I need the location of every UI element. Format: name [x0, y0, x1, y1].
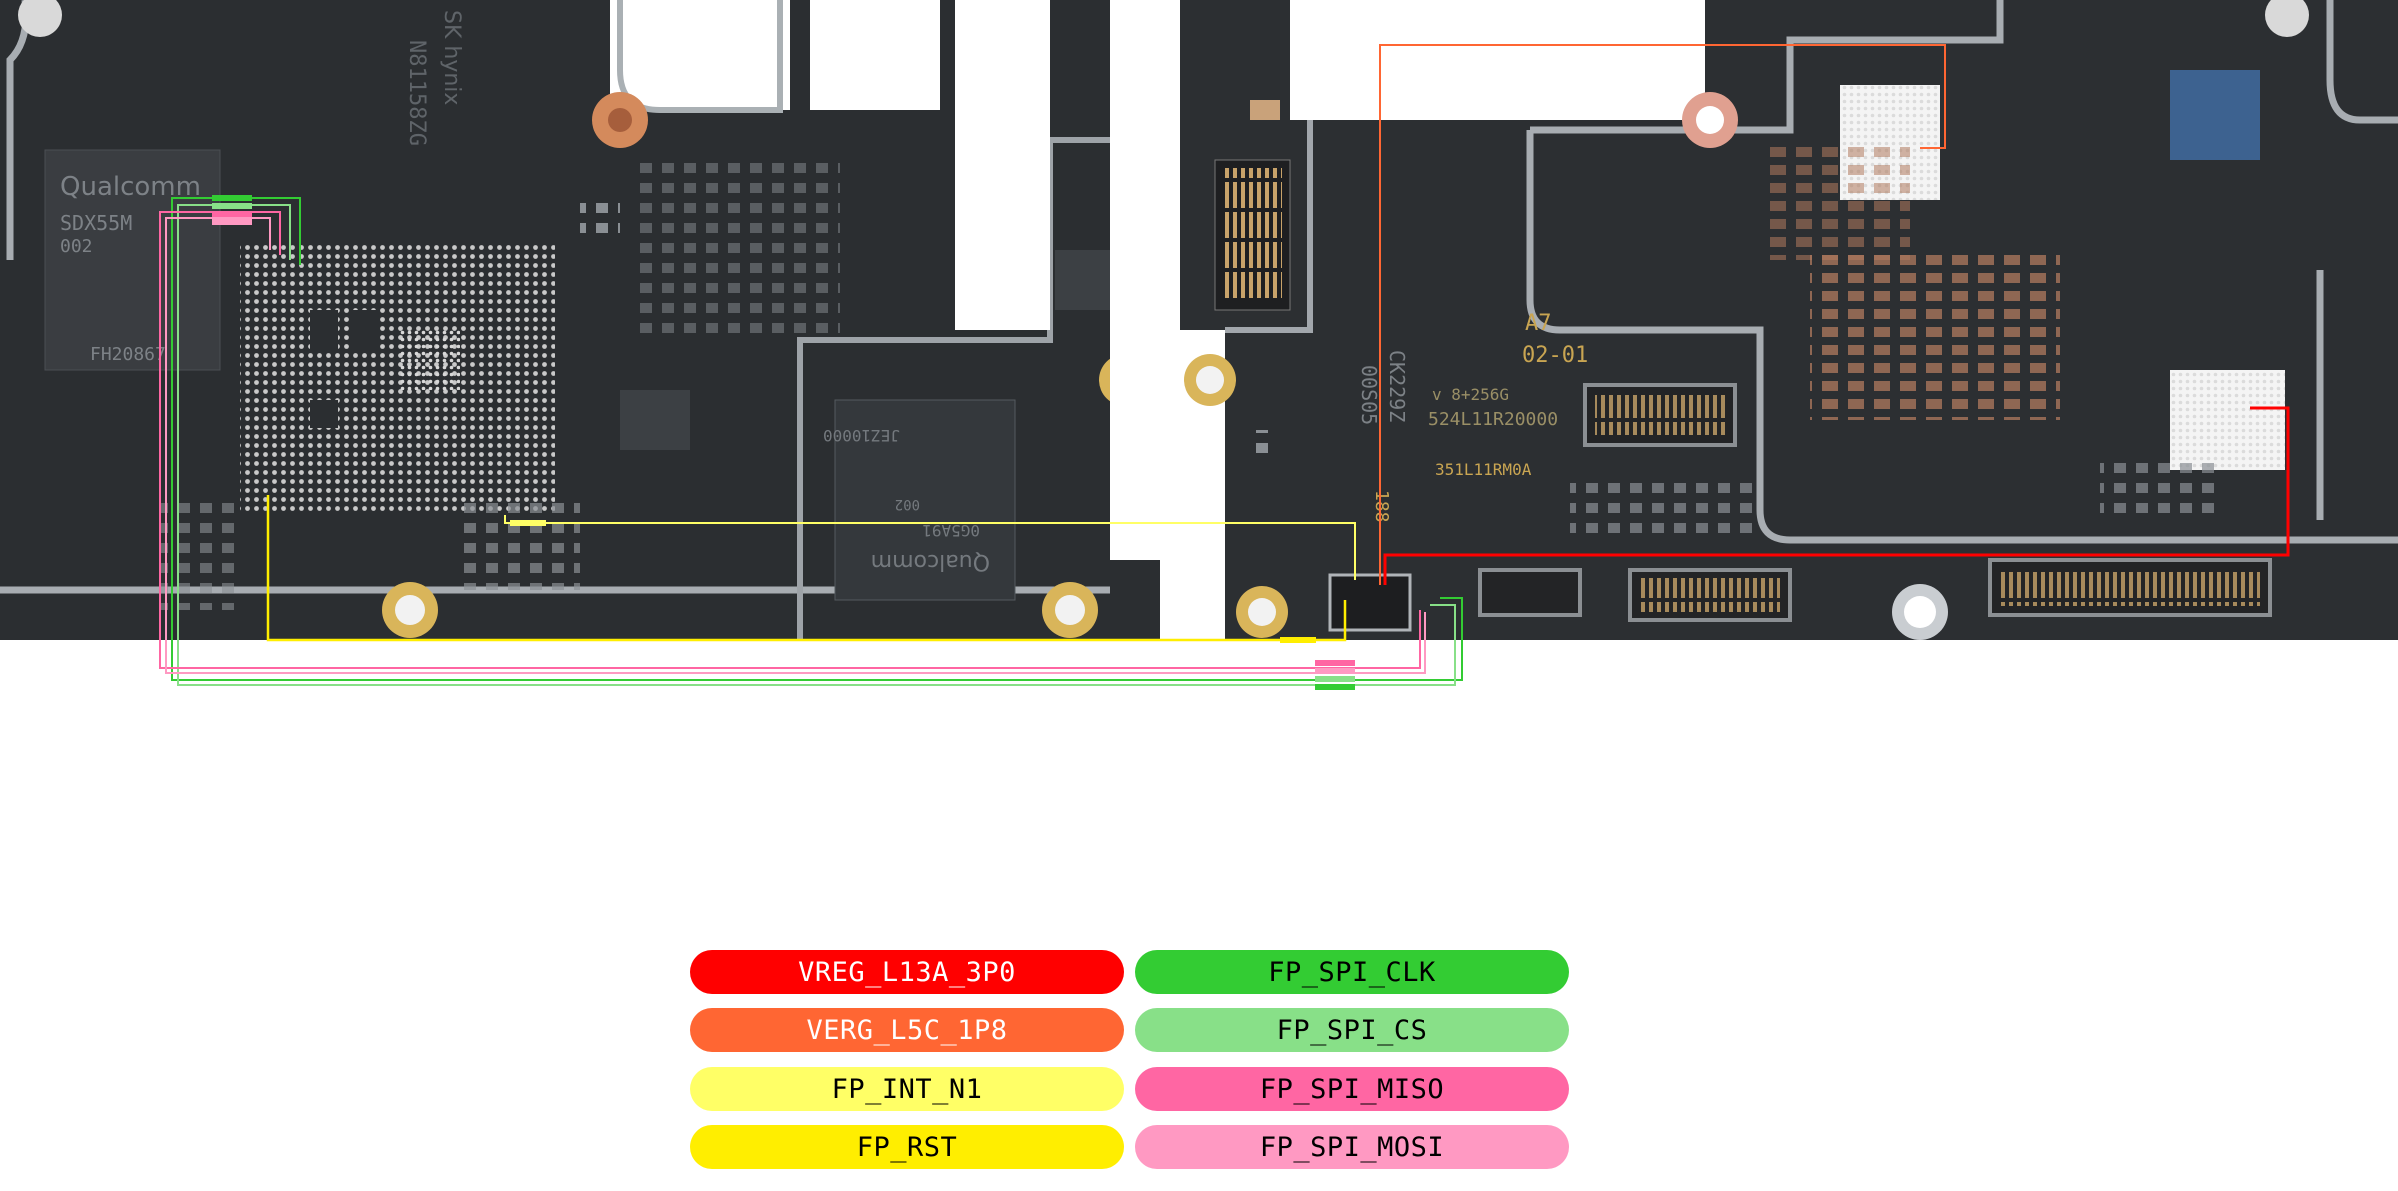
trace-fp-spi-mosi: [165, 217, 1426, 674]
pcb-code-3: 351L11RM0A: [1435, 460, 1532, 479]
pmic-id: JEZ10000: [823, 426, 900, 445]
legend-item: VREG_L13A_3P0: [690, 950, 1124, 994]
trace-fp-spi-miso: [159, 211, 1421, 669]
memory-vendor: SK hynix: [439, 10, 464, 105]
legend-item: FP_RST: [690, 1125, 1124, 1169]
board-rev-a: A7: [1525, 311, 1552, 336]
pcb-code-4: CK229Z: [1385, 350, 1409, 422]
legend-item: FP_SPI_MOSI: [1135, 1125, 1569, 1169]
pcb-code-2: 524L11R20000: [1428, 409, 1558, 430]
legend-item: FP_SPI_CS: [1135, 1008, 1569, 1052]
pcb-code-5: 00S05: [1357, 365, 1381, 425]
pcb-code-6: 188: [1371, 490, 1392, 523]
legend-item: FP_SPI_CLK: [1135, 950, 1569, 994]
legend-item: FP_SPI_MISO: [1135, 1067, 1569, 1111]
pcb-board-photo: Qualcomm SDX55M 002 FH20867 N81158ZG SK …: [0, 0, 2398, 690]
modem-chip: [44, 149, 221, 371]
legend-item: FP_INT_N1: [690, 1067, 1124, 1111]
pmic-rev: 002: [895, 496, 920, 512]
trace-verg-l5c-1p8: [1379, 44, 1946, 585]
trace-fp-spi-clk: [171, 197, 1463, 681]
modem-lot: FH20867: [90, 344, 166, 365]
modem-rev: 002: [60, 236, 93, 257]
legend-label: VREG_L13A_3P0: [798, 956, 1016, 988]
legend-item: VERG_L5C_1P8: [690, 1008, 1124, 1052]
legend-label: VERG_L5C_1P8: [806, 1014, 1008, 1046]
pcb-code-1: v 8+256G: [1432, 385, 1509, 404]
legend-label: FP_INT_N1: [831, 1073, 983, 1105]
pmic-brand: Qualcomm: [871, 549, 990, 574]
legend-label: FP_RST: [856, 1131, 958, 1163]
trace-fp-int-n1: [504, 515, 1356, 580]
legend-label: FP_SPI_MISO: [1259, 1073, 1445, 1105]
legend-label: FP_SPI_MOSI: [1259, 1131, 1445, 1163]
legend-label: FP_SPI_CLK: [1268, 956, 1436, 988]
pmic-chip: [834, 399, 1016, 601]
signal-traces: [159, 44, 2290, 690]
fp-connector: [1328, 573, 1412, 632]
trace-fp-rst: [266, 495, 1347, 642]
right-board: A7 02-01 v 8+256G 524L11R20000 351L11RM0…: [1180, 0, 2398, 640]
pmic-lot: 0G5A91: [922, 521, 980, 540]
modem-part: SDX55M: [60, 211, 132, 235]
legend-label: FP_SPI_CS: [1276, 1014, 1428, 1046]
trace-fp-spi-cs: [177, 204, 1456, 686]
bga-footprint: [240, 245, 555, 515]
memory-code: N81158ZG: [404, 40, 429, 146]
trace-vreg-l13a-3p0: [1383, 406, 2290, 585]
board-rev-b: 02-01: [1522, 343, 1588, 368]
